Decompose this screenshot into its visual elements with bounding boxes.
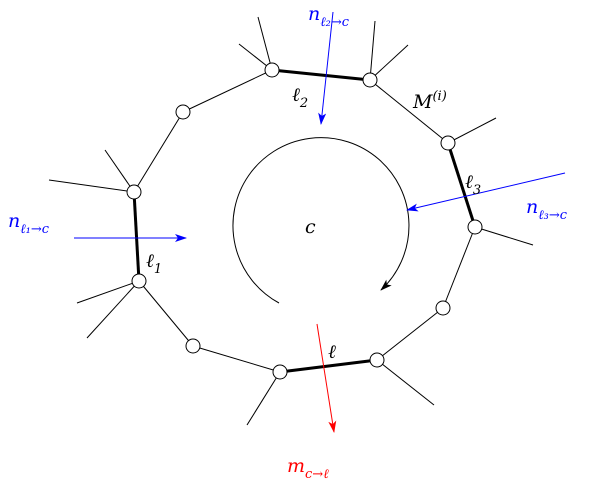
node <box>175 104 191 120</box>
node <box>369 352 385 368</box>
label-l1: ℓ1 <box>146 250 162 277</box>
edge-l3 <box>446 142 477 228</box>
edge-l1 <box>132 191 141 282</box>
bold-edges <box>132 68 477 374</box>
variable-nodes <box>126 62 483 380</box>
node <box>467 219 483 235</box>
cycle-arc <box>232 137 410 304</box>
arrow-n-l2-c <box>318 11 334 125</box>
label-n-l3-c: nℓ₃→c <box>526 196 568 223</box>
label-l3: ℓ3 <box>465 171 481 198</box>
label-l2: ℓ2 <box>292 84 308 111</box>
external-stubs <box>48 16 534 426</box>
label-l: ℓ <box>328 341 336 363</box>
arrow-n-l3-c <box>406 172 566 212</box>
node <box>272 364 288 380</box>
edge-l2 <box>271 68 371 82</box>
cycle-edges <box>133 69 476 373</box>
node <box>264 62 280 78</box>
node <box>185 338 201 354</box>
label-region: M(i) <box>412 89 447 113</box>
node <box>362 72 378 88</box>
label-m-c-l: mc→ℓ <box>287 455 329 482</box>
node <box>126 184 142 200</box>
label-n-l2-c: nℓ₂→c <box>308 3 350 30</box>
node <box>131 273 147 289</box>
edge-l <box>279 358 378 374</box>
label-c: c <box>305 216 316 238</box>
node <box>435 300 451 316</box>
label-n-l1-c: nℓ₁→c <box>8 210 50 237</box>
node <box>440 135 456 151</box>
arrow-m-c-l <box>316 323 337 433</box>
